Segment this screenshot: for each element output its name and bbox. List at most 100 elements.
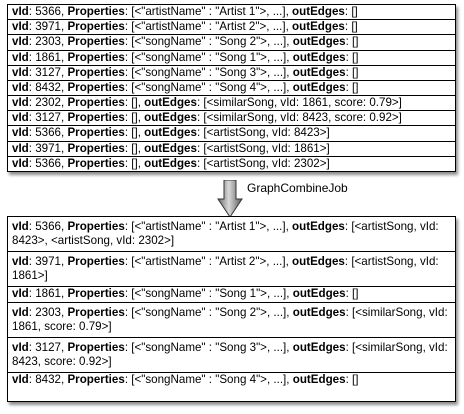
vid-value: : 3127, [28, 340, 68, 354]
properties-value: : [<"songName" : "Song 3">, ...], [124, 65, 293, 79]
vid-value: : 5366, [28, 156, 68, 170]
properties-key: Properties [67, 35, 125, 49]
vid-value: : 5366, [28, 220, 68, 233]
output-record-row: vId: 2303, Properties: [<"songName" : "S… [8, 303, 455, 338]
properties-key: Properties [67, 305, 125, 319]
vid-key: vId [12, 372, 29, 386]
outedges-value: : [<artistSong, vId: 1861>] [196, 141, 330, 155]
vid-key: vId [12, 305, 29, 319]
outedges-value: : [] [345, 65, 359, 79]
properties-key: Properties [67, 220, 125, 233]
outedges-value: : [] [345, 50, 359, 64]
properties-key: Properties [67, 372, 125, 386]
outedges-value: : [] [344, 20, 358, 34]
outedges-key: outEdges [144, 141, 197, 155]
vid-key: vId [12, 111, 29, 125]
outedges-key: outEdges [292, 35, 346, 49]
outedges-value: : [<artistSong, vId: 8423>, <artistSong,… [12, 220, 439, 248]
outedges-value: : [] [345, 80, 359, 94]
vid-value: : 1861, [28, 50, 68, 64]
properties-value: : [<"artistName" : "Artist 1">, ...], [124, 220, 293, 233]
properties-key: Properties [67, 96, 125, 110]
input-record-row: vId: 3971, Properties: [<"artistName" : … [8, 20, 455, 36]
outedges-key: outEdges [292, 80, 346, 94]
vid-key: vId [12, 156, 29, 170]
outedges-value: : [<artistSong, vId: 8423>] [196, 126, 330, 140]
outedges-key: outEdges [292, 287, 346, 300]
properties-key: Properties [67, 50, 125, 64]
vid-key: vId [12, 287, 29, 300]
properties-key: Properties [67, 111, 125, 125]
vid-value: : 2303, [28, 305, 68, 319]
outedges-value: : [<similarSong, vId: 1861, score: 0.79>… [196, 96, 402, 110]
vid-value: : 3127, [28, 111, 68, 125]
properties-value: : [<"songName" : "Song 4">, ...], [124, 372, 293, 386]
vid-value: : 1861, [28, 287, 68, 300]
vid-key: vId [12, 65, 29, 79]
outedges-value: : [<artistSong, vId: 1861>] [12, 255, 439, 283]
vid-value: : 2302, [28, 96, 68, 110]
outedges-value: : [<artistSong, vId: 2302>] [196, 156, 330, 170]
output-record-row: vId: 3127, Properties: [<"songName" : "S… [8, 338, 455, 373]
input-record-row: vId: 8432, Properties: [<"songName" : "S… [8, 80, 455, 97]
input-record-row: vId: 5366, Properties: [<"artistName" : … [8, 5, 455, 21]
input-record-row: vId: 2302, Properties: [], outEdges: [<s… [8, 96, 455, 112]
outedges-key: outEdges [292, 255, 345, 268]
outedges-key: outEdges [292, 372, 346, 386]
properties-value: : [], [124, 96, 145, 110]
outedges-key: outEdges [292, 340, 346, 354]
vid-value: : 3971, [28, 255, 68, 268]
vid-key: vId [12, 35, 29, 49]
input-record-row: vId: 3971, Properties: [], outEdges: [<a… [8, 142, 455, 157]
properties-value: : [<"songName" : "Song 2">, ...], [124, 35, 293, 49]
output-records-table: vId: 5366, Properties: [<"artistName" : … [7, 216, 456, 402]
properties-value: : [<"artistName" : "Artist 2">, ...], [124, 20, 293, 34]
properties-key: Properties [67, 287, 125, 300]
vid-key: vId [12, 80, 29, 94]
outedges-value: : [] [345, 372, 359, 386]
properties-value: : [<"songName" : "Song 4">, ...], [124, 80, 293, 94]
vid-key: vId [12, 20, 29, 34]
input-record-row: vId: 3127, Properties: [], outEdges: [<s… [8, 111, 455, 127]
outedges-value: : [] [345, 287, 359, 300]
vid-value: : 8432, [28, 372, 68, 386]
properties-value: : [], [124, 141, 145, 155]
outedges-key: outEdges [144, 156, 197, 170]
vid-key: vId [12, 255, 29, 268]
properties-value: : [<"artistName" : "Artist 1">, ...], [124, 5, 293, 18]
vid-key: vId [12, 5, 29, 18]
vid-value: : 5366, [28, 126, 68, 140]
down-arrow-icon [217, 180, 243, 218]
properties-key: Properties [67, 255, 125, 268]
output-record-row: vId: 1861, Properties: [<"songName" : "S… [8, 287, 455, 303]
output-record-row: vId: 8432, Properties: [<"songName" : "S… [8, 373, 455, 389]
input-record-row: vId: 5366, Properties: [], outEdges: [<a… [8, 157, 455, 172]
vid-key: vId [12, 126, 29, 140]
vid-key: vId [12, 141, 29, 155]
properties-value: : [], [124, 126, 145, 140]
input-record-row: vId: 3127, Properties: [<"songName" : "S… [8, 66, 455, 81]
vid-key: vId [12, 96, 29, 110]
properties-value: : [<"artistName" : "Artist 2">, ...], [124, 255, 293, 268]
outedges-value: : [<similarSong, vId: 1861, score: 0.79>… [12, 305, 448, 333]
outedges-key: outEdges [292, 220, 345, 233]
outedges-value: : [<similarSong, vId: 8423, score: 0.92>… [12, 340, 448, 368]
properties-value: : [], [124, 111, 145, 125]
arrow-label: GraphCombineJob [247, 181, 348, 195]
properties-value: : [<"songName" : "Song 3">, ...], [124, 340, 293, 354]
vid-value: : 3971, [28, 141, 68, 155]
outedges-key: outEdges [292, 5, 345, 18]
properties-key: Properties [67, 80, 125, 94]
vid-key: vId [12, 340, 29, 354]
outedges-key: outEdges [292, 20, 345, 34]
output-record-row: vId: 5366, Properties: [<"artistName" : … [8, 217, 455, 252]
properties-key: Properties [67, 141, 125, 155]
properties-value: : [], [124, 156, 145, 170]
vid-value: : 3971, [28, 20, 68, 34]
properties-key: Properties [67, 156, 125, 170]
outedges-key: outEdges [292, 65, 346, 79]
input-records-table: vId: 5366, Properties: [<"artistName" : … [7, 4, 456, 172]
outedges-key: outEdges [144, 96, 197, 110]
vid-key: vId [12, 220, 29, 233]
outedges-value: : [] [345, 35, 359, 49]
